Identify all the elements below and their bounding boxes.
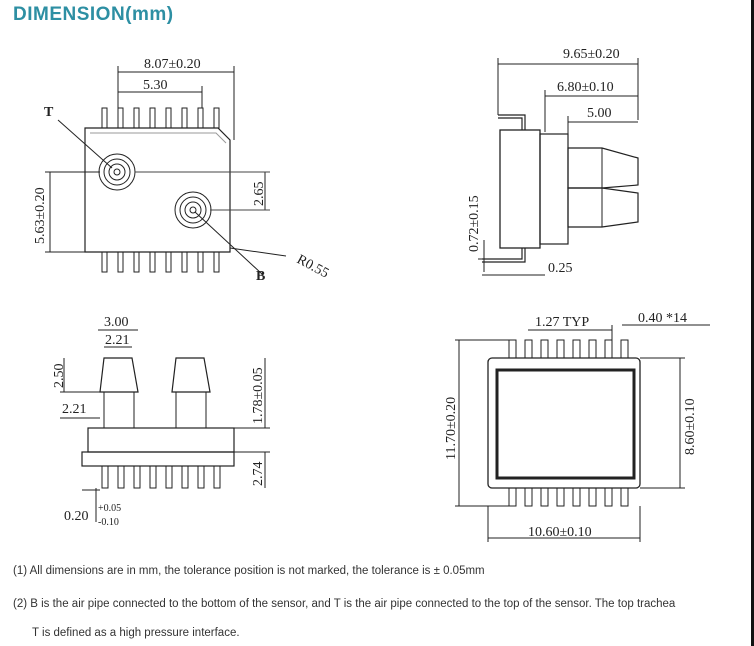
dimension-drawing: 8.07±0.20 5.30 T B 5.63±0.20 2.65 R0.55 …: [33, 47, 710, 542]
note-2: (2) B is the air pipe connected to the b…: [13, 598, 676, 610]
page-title: DIMENSION(mm): [13, 4, 174, 25]
side-view: [478, 58, 639, 276]
dim-side-lead: 0.25: [548, 261, 573, 276]
dim-nozzle-inner: 2.21: [105, 333, 130, 348]
dim-port-offset: 2.65: [252, 182, 267, 207]
top-view: [45, 66, 287, 275]
dim-side-overall: 9.65±0.20: [563, 47, 620, 62]
side-view-body: [499, 129, 541, 249]
window-edge: [751, 0, 754, 646]
tol-minus: -0.10: [98, 517, 119, 528]
dim-side-thickness: 0.72±0.15: [467, 195, 482, 252]
top-view-upper-leads: [101, 107, 220, 129]
dim-nozzle-top: 2.50: [52, 364, 67, 389]
port-b-icon: [174, 191, 212, 229]
dim-side-body-to-tip: 6.80±0.10: [557, 80, 614, 95]
dim-bottom-overall: 11.70±0.20: [444, 397, 459, 460]
dim-body-height: 2.74: [251, 462, 266, 487]
dim-lead-thickness: 0.20: [64, 509, 89, 524]
bottom-view-body: [487, 357, 641, 489]
front-view-body: [87, 427, 235, 453]
dim-top-pitch-span: 5.30: [143, 78, 168, 93]
dim-nozzle-outer: 3.00: [104, 315, 129, 330]
port-t-label: T: [44, 105, 54, 120]
bottom-view-upper-leads: [508, 339, 629, 359]
top-view-body: [84, 127, 231, 253]
top-view-lower-leads: [101, 251, 220, 273]
dim-top-width: 8.07±0.20: [144, 57, 201, 72]
dim-top-height: 5.63±0.20: [33, 187, 48, 244]
front-view: [60, 329, 270, 522]
tol-plus: +0.05: [98, 503, 121, 514]
dim-bottom-body-height: 8.60±0.10: [683, 398, 698, 455]
note-3: T is defined as a high pressure interfac…: [32, 627, 240, 639]
note-1: (1) All dimensions are in mm, the tolera…: [13, 565, 485, 577]
dim-side-nozzle: 5.00: [587, 106, 612, 121]
port-t-icon: [98, 153, 136, 191]
dim-nozzle-base: 2.21: [62, 402, 87, 417]
port-b-label: B: [256, 269, 265, 284]
bottom-view-lower-leads: [508, 487, 629, 507]
dim-bottom-width: 10.60±0.10: [528, 525, 592, 540]
bottom-view: [455, 324, 710, 542]
front-view-leads: [101, 465, 221, 489]
dim-lead-width: 0.40 *14: [638, 311, 687, 326]
dim-pitch: 1.27 TYP: [535, 315, 589, 330]
dim-nozzle-height: 1.78±0.05: [251, 367, 266, 424]
dim-radius: R0.55: [294, 252, 331, 281]
